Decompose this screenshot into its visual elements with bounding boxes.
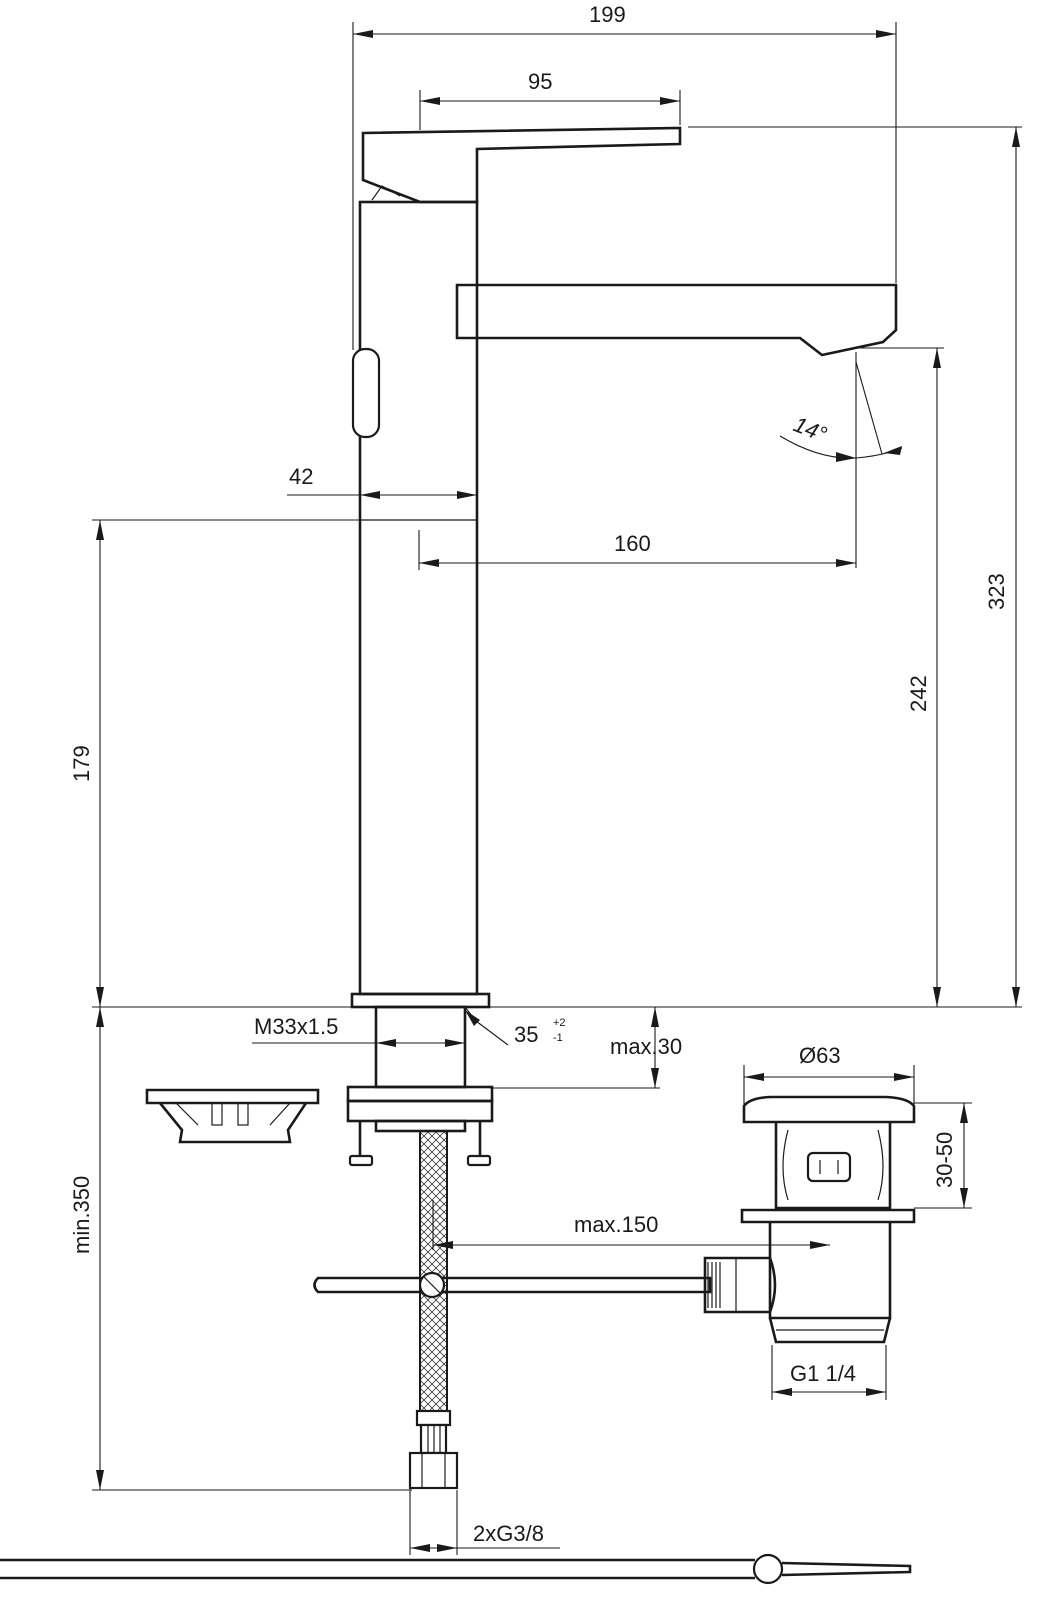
label-199: 199 bbox=[589, 2, 626, 27]
lever-handle bbox=[361, 126, 682, 204]
bottom-rod bbox=[0, 1553, 912, 1585]
label-tol-plus: +2 bbox=[553, 1017, 566, 1029]
label-o63: Ø63 bbox=[799, 1043, 841, 1068]
label-angle: 14° bbox=[790, 411, 830, 447]
dim-179 bbox=[92, 519, 360, 1007]
label-323: 323 bbox=[984, 573, 1009, 610]
dim-max150 bbox=[432, 1200, 830, 1250]
dim-max30 bbox=[490, 1007, 660, 1089]
supply-hose bbox=[408, 1130, 459, 1490]
label-hole-diameter: 35 bbox=[514, 1022, 538, 1047]
label-42: 42 bbox=[289, 464, 313, 489]
spout bbox=[455, 283, 898, 357]
label-160: 160 bbox=[614, 531, 651, 556]
label-30-50: 30-50 bbox=[932, 1132, 957, 1188]
dim-199 bbox=[352, 22, 897, 350]
dim-323 bbox=[1012, 127, 1020, 1007]
dim-350 bbox=[92, 1007, 412, 1491]
dim-42 bbox=[287, 491, 477, 499]
faucet-body bbox=[350, 200, 491, 1009]
sensor-window bbox=[351, 347, 381, 439]
dim-30-50 bbox=[914, 1102, 972, 1209]
pull-rod bbox=[313, 1271, 712, 1299]
label-max30: max.30 bbox=[610, 1034, 682, 1059]
label-max150: max.150 bbox=[574, 1212, 658, 1237]
label-thread: M33x1.5 bbox=[254, 1014, 338, 1039]
dim-95 bbox=[419, 90, 681, 130]
label-242: 242 bbox=[906, 675, 931, 712]
label-179: 179 bbox=[69, 745, 94, 782]
label-95: 95 bbox=[528, 69, 552, 94]
dim-g114 bbox=[771, 1345, 887, 1400]
label-tol-minus: -1 bbox=[553, 1032, 563, 1044]
label-hose-thread: 2xG3/8 bbox=[473, 1521, 544, 1546]
waste-valve bbox=[703, 1095, 916, 1344]
label-min350: min.350 bbox=[69, 1176, 94, 1254]
spare-washer bbox=[145, 1088, 320, 1144]
label-g114: G1 1/4 bbox=[790, 1361, 856, 1386]
dim-160 bbox=[418, 530, 856, 570]
dim-angle bbox=[779, 352, 903, 568]
dim-o63 bbox=[743, 1065, 915, 1106]
dim-hose-thread bbox=[409, 1490, 560, 1555]
dim-242 bbox=[858, 347, 944, 1007]
